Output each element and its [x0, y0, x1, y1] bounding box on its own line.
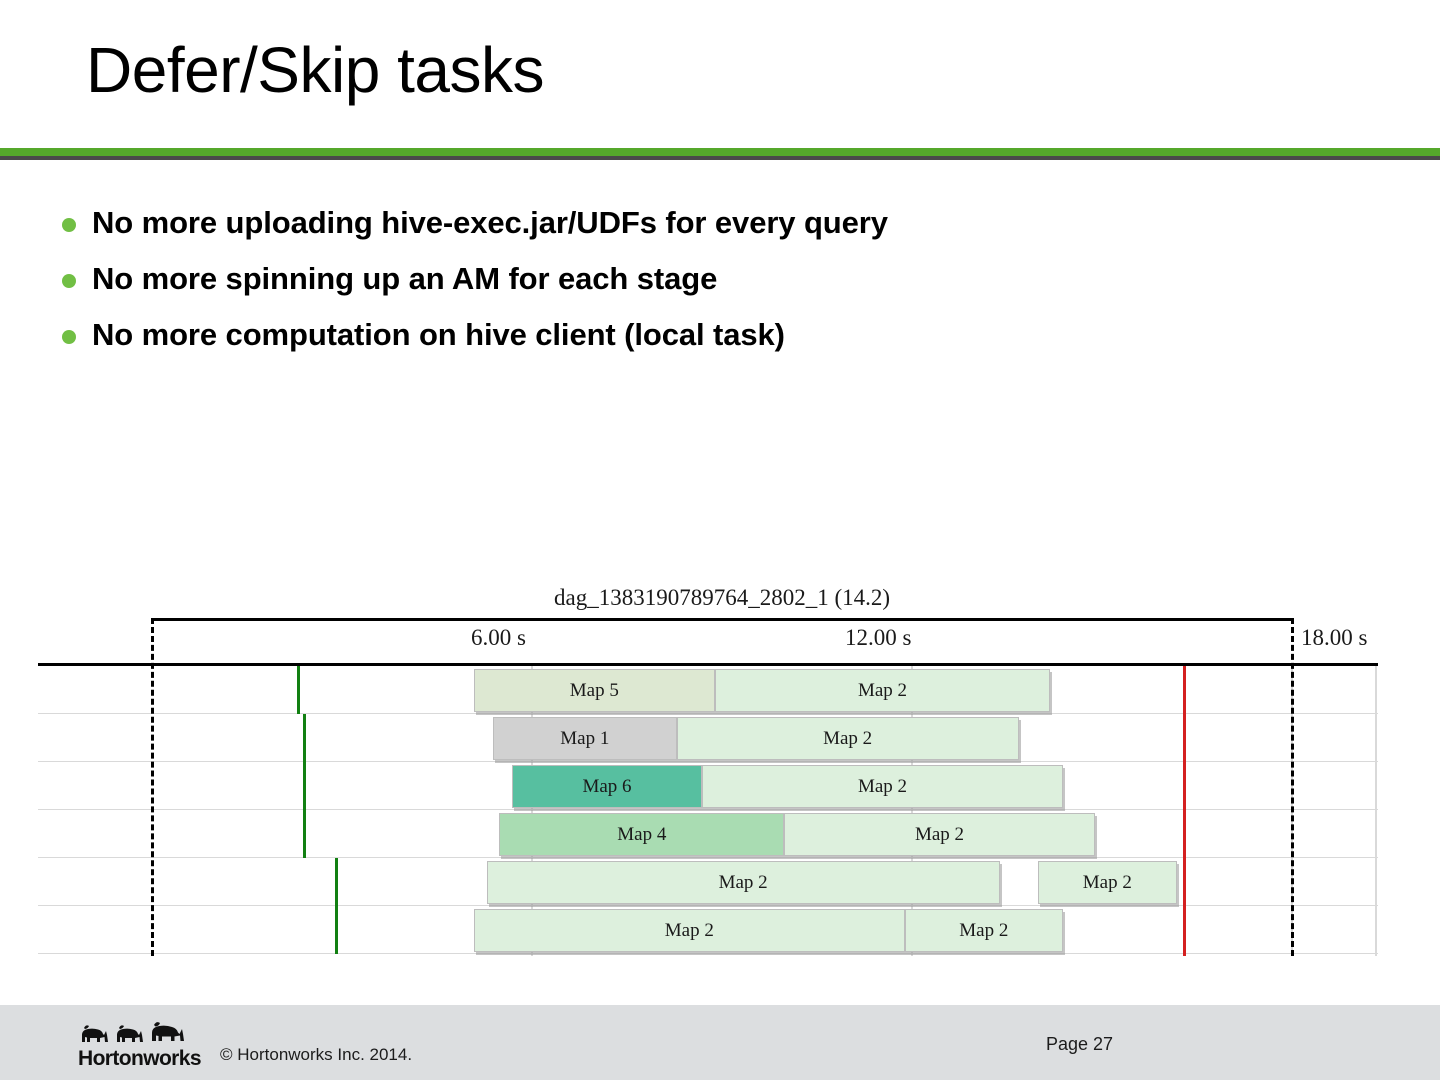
bullet-item: No more uploading hive-exec.jar/UDFs for…: [62, 204, 1362, 242]
dag-boundary-dashed-line: [151, 618, 154, 956]
chart-title: dag_1383190789764_2802_1 (14.2): [553, 585, 891, 610]
chart-plot-area: Map 5 Map 2 Map 1 Map 2 Map 6 Map 2 Map 4 Map 2…: [38, 618, 1378, 956]
chart-gridline-tick: [911, 666, 913, 956]
gantt-task-label: Map 5: [569, 679, 619, 701]
bullet-dot-icon: [62, 273, 76, 288]
bullet-text: No more uploading hive-exec.jar/UDFs for…: [92, 205, 888, 240]
vertex-start-green-marker: [296, 666, 300, 714]
gantt-task-label: Map 2: [1082, 871, 1132, 893]
bullet-item: No more spinning up an AM for each stage: [62, 260, 1362, 298]
dag-boundary-dashed-line: [1291, 618, 1294, 956]
gantt-task-bar[interactable]: Map 1: [493, 717, 677, 760]
page-number: Page 27: [1046, 1034, 1114, 1054]
bullet-dot-icon: [62, 218, 76, 232]
chart-gridline-row: [38, 666, 1378, 714]
bullet-dot-icon: [62, 329, 76, 344]
axis-tick-label: 18.00 s: [1301, 625, 1368, 650]
axis-tick-label: 6.00 s: [471, 625, 526, 650]
gantt-task-bar[interactable]: Map 5: [474, 669, 715, 712]
axis-tick-label: 12.00 s: [845, 625, 912, 650]
gantt-task-label: Map 2: [857, 679, 908, 701]
bullet-text: No more computation on hive client (loca…: [92, 316, 785, 352]
gantt-task-bar[interactable]: Map 2: [784, 813, 1095, 856]
chart-gridline-row: [38, 762, 1378, 810]
gantt-task-label: Map 4: [617, 823, 667, 845]
axis-baseline: [38, 663, 1378, 666]
elephants-icon: [82, 1022, 184, 1042]
chart-gridline-row: [38, 714, 1378, 762]
gantt-task-label: Map 2: [914, 823, 965, 845]
dag-end-red-marker: [1183, 666, 1186, 956]
gantt-task-bar[interactable]: Map 6: [512, 765, 702, 808]
gantt-task-bar[interactable]: Map 2: [676, 717, 1019, 760]
gantt-task-label: Map 6: [582, 775, 632, 797]
hortonworks-logo: Hortonworks: [78, 1019, 202, 1071]
gantt-task-label: Map 2: [664, 919, 714, 941]
gantt-task-bar[interactable]: Map 2: [702, 765, 1063, 808]
page-title: Defer/Skip tasks: [86, 34, 544, 106]
title-divider-shadow: [0, 156, 1440, 160]
gantt-task-label: Map 2: [718, 871, 768, 893]
title-divider-accent: [0, 148, 1440, 156]
bullet-text: No more spinning up an AM for each stage: [92, 260, 718, 296]
title-divider-highlight: [0, 160, 1440, 163]
slide-footer: Hortonworks: [0, 1005, 1440, 1080]
gantt-task-bar[interactable]: Map 2: [1037, 861, 1177, 904]
chart-gridline-row: [38, 906, 1378, 954]
copyright-text: © Hortonworks Inc. 2014.: [220, 1045, 413, 1064]
axis-bracket: [151, 618, 1291, 661]
gantt-task-label: Map 2: [823, 727, 873, 749]
gantt-task-bar[interactable]: Map 2: [714, 669, 1051, 712]
gantt-task-bar[interactable]: Map 2: [474, 909, 905, 952]
gantt-task-label: Map 2: [959, 919, 1009, 941]
gantt-task-bar[interactable]: Map 2: [904, 909, 1063, 952]
chart-gridline-row: [38, 810, 1378, 858]
vertex-start-green-marker: [334, 858, 338, 954]
bullet-list: No more uploading hive-exec.jar/UDFs for…: [62, 204, 1362, 371]
gantt-task-label: Map 1: [560, 727, 610, 749]
chart-gridline-row: [38, 858, 1378, 906]
gantt-task-label: Map 2: [857, 775, 908, 797]
gantt-task-bar[interactable]: Map 2: [486, 861, 1000, 904]
vertex-start-green-marker: [303, 714, 306, 858]
chart-gridline-tick: [531, 666, 533, 956]
hortonworks-wordmark: Hortonworks: [78, 1047, 202, 1070]
chart-gridline-tick: [1375, 666, 1377, 956]
bullet-item: No more computation on hive client (loca…: [62, 316, 1362, 354]
gantt-task-bar[interactable]: Map 4: [499, 813, 785, 856]
